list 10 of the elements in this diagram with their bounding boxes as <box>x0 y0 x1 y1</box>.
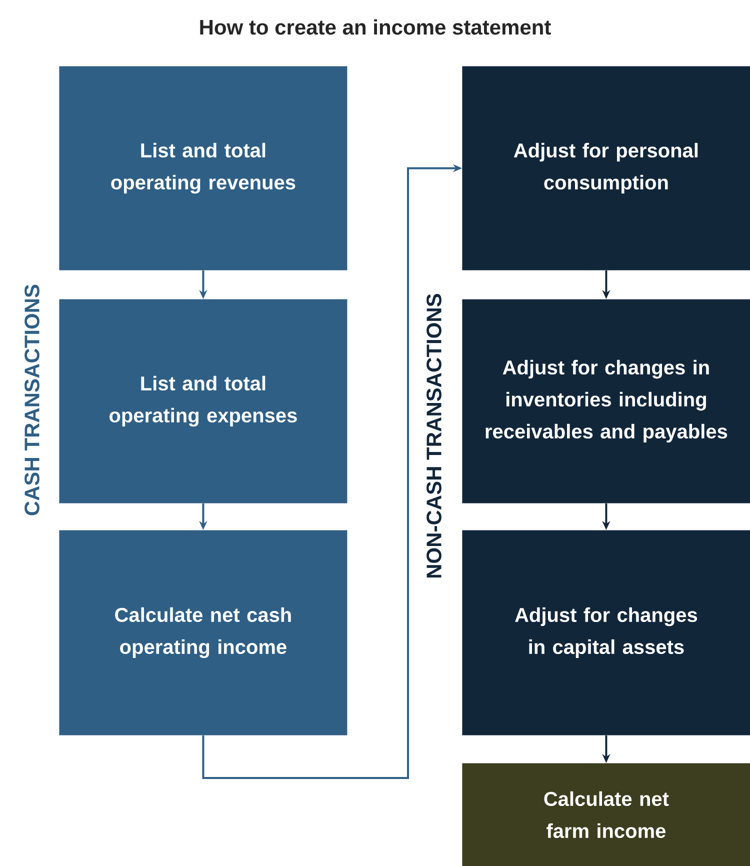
process-box: List and total operating revenues <box>59 66 348 270</box>
process-box: Adjust for personal consumption <box>462 66 750 270</box>
process-box: Calculate net cash operating income <box>59 530 348 736</box>
process-box: Adjust for changes in inventories including receivables and payables <box>462 299 750 504</box>
side-label: NON-CASH TRANSACTIONS <box>426 294 442 578</box>
process-box: Adjust for changes in capital assets <box>462 530 750 736</box>
process-box: Calculate net farm income <box>462 763 750 866</box>
title: How to create an income statement <box>200 19 551 35</box>
process-box: List and total operating expenses <box>59 299 348 504</box>
side-label: CASH TRANSACTIONS <box>24 284 40 516</box>
